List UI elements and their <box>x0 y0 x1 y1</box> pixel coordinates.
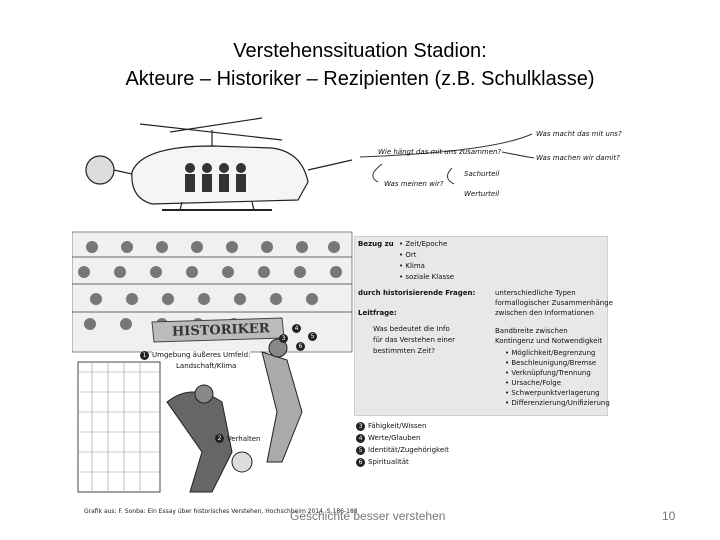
types-line-1: formallogischer Zusammenhänge <box>495 299 613 308</box>
fragen-label: durch historisierende Fragen: <box>358 289 475 298</box>
verhalten-label: Verhalten <box>227 435 260 444</box>
legend-num-6: 6 <box>356 458 365 467</box>
marker-5: 5 <box>308 332 317 341</box>
page-number: 10 <box>662 509 675 523</box>
marker-4: 4 <box>292 324 301 333</box>
band-item-1: • Beschleunigung/Bremse <box>505 359 596 368</box>
stadium-illustration: Wie hängt das mit uns zusammen? Was mein… <box>72 112 638 527</box>
umgebung-line-0: Umgebung äußeres Umfeld: <box>152 351 250 360</box>
umgebung-line-1: Landschaft/Klima <box>176 362 236 371</box>
bezug-item-1: • Ort <box>399 251 417 260</box>
marker-2: 2 <box>215 434 224 443</box>
band-item-3: • Ursache/Folge <box>505 379 561 388</box>
types-line-0: unterschiedliche Typen <box>495 289 576 298</box>
leitfrage-line-1: für das Verstehen einer <box>373 336 455 345</box>
slide-title-line1: Verstehenssituation Stadion: <box>0 38 720 64</box>
marker-1: 1 <box>140 351 149 360</box>
legend-label-6: Spiritualität <box>368 458 409 467</box>
legend-label-5: Identität/Zugehörigkeit <box>368 446 449 455</box>
band-item-5: • Differenzierung/Unifizierung <box>505 399 610 408</box>
bezug-label: Bezug zu <box>358 240 394 249</box>
marker-6: 6 <box>296 342 305 351</box>
legend-label-4: Werte/Glauben <box>368 434 420 443</box>
question-effect: Was macht das mit uns? <box>536 130 622 138</box>
band-item-4: • Schwerpunktverlagerung <box>505 389 600 398</box>
bezug-item-0: • Zeit/Epoche <box>399 240 447 249</box>
slide-footer: Geschichte besser verstehen <box>290 509 445 523</box>
sachurteil-label: Sachurteil <box>464 170 499 178</box>
band-line-0: Bandbreite zwischen <box>495 327 568 336</box>
legend-num-3: 3 <box>356 422 365 431</box>
legend-num-4: 4 <box>356 434 365 443</box>
helicopter-drawing <box>86 118 352 210</box>
slide-title-line2: Akteure – Historiker – Rezipienten (z.B.… <box>0 66 720 92</box>
types-line-2: zwischen den Informationen <box>495 309 594 318</box>
band-line-1: Kontingenz und Notwendigkeit <box>495 337 602 346</box>
leitfrage-line-0: Was bedeutet die Info <box>373 325 450 334</box>
leitfrage-line-2: bestimmten Zeit? <box>373 347 435 356</box>
leitfrage-label: Leitfrage: <box>358 309 397 318</box>
question-use: Was machen wir damit? <box>536 154 620 162</box>
question-connection: Wie hängt das mit uns zusammen? <box>378 148 501 156</box>
band-item-2: • Verknüpfung/Trennung <box>505 369 591 378</box>
info-panel: Bezug zu • Zeit/Epoche • Ort • Klima • s… <box>354 236 608 416</box>
marker-3: 3 <box>279 334 288 343</box>
band-item-0: • Möglichkeit/Begrenzung <box>505 349 595 358</box>
bezug-item-2: • Klima <box>399 262 425 271</box>
werturteil-label: Werturteil <box>464 190 499 198</box>
question-meaning: Was meinen wir? <box>384 180 443 188</box>
goal-net <box>78 362 160 492</box>
legend-num-5: 5 <box>356 446 365 455</box>
legend-label-3: Fähigkeit/Wissen <box>368 422 426 431</box>
bezug-item-3: • soziale Klasse <box>399 273 454 282</box>
